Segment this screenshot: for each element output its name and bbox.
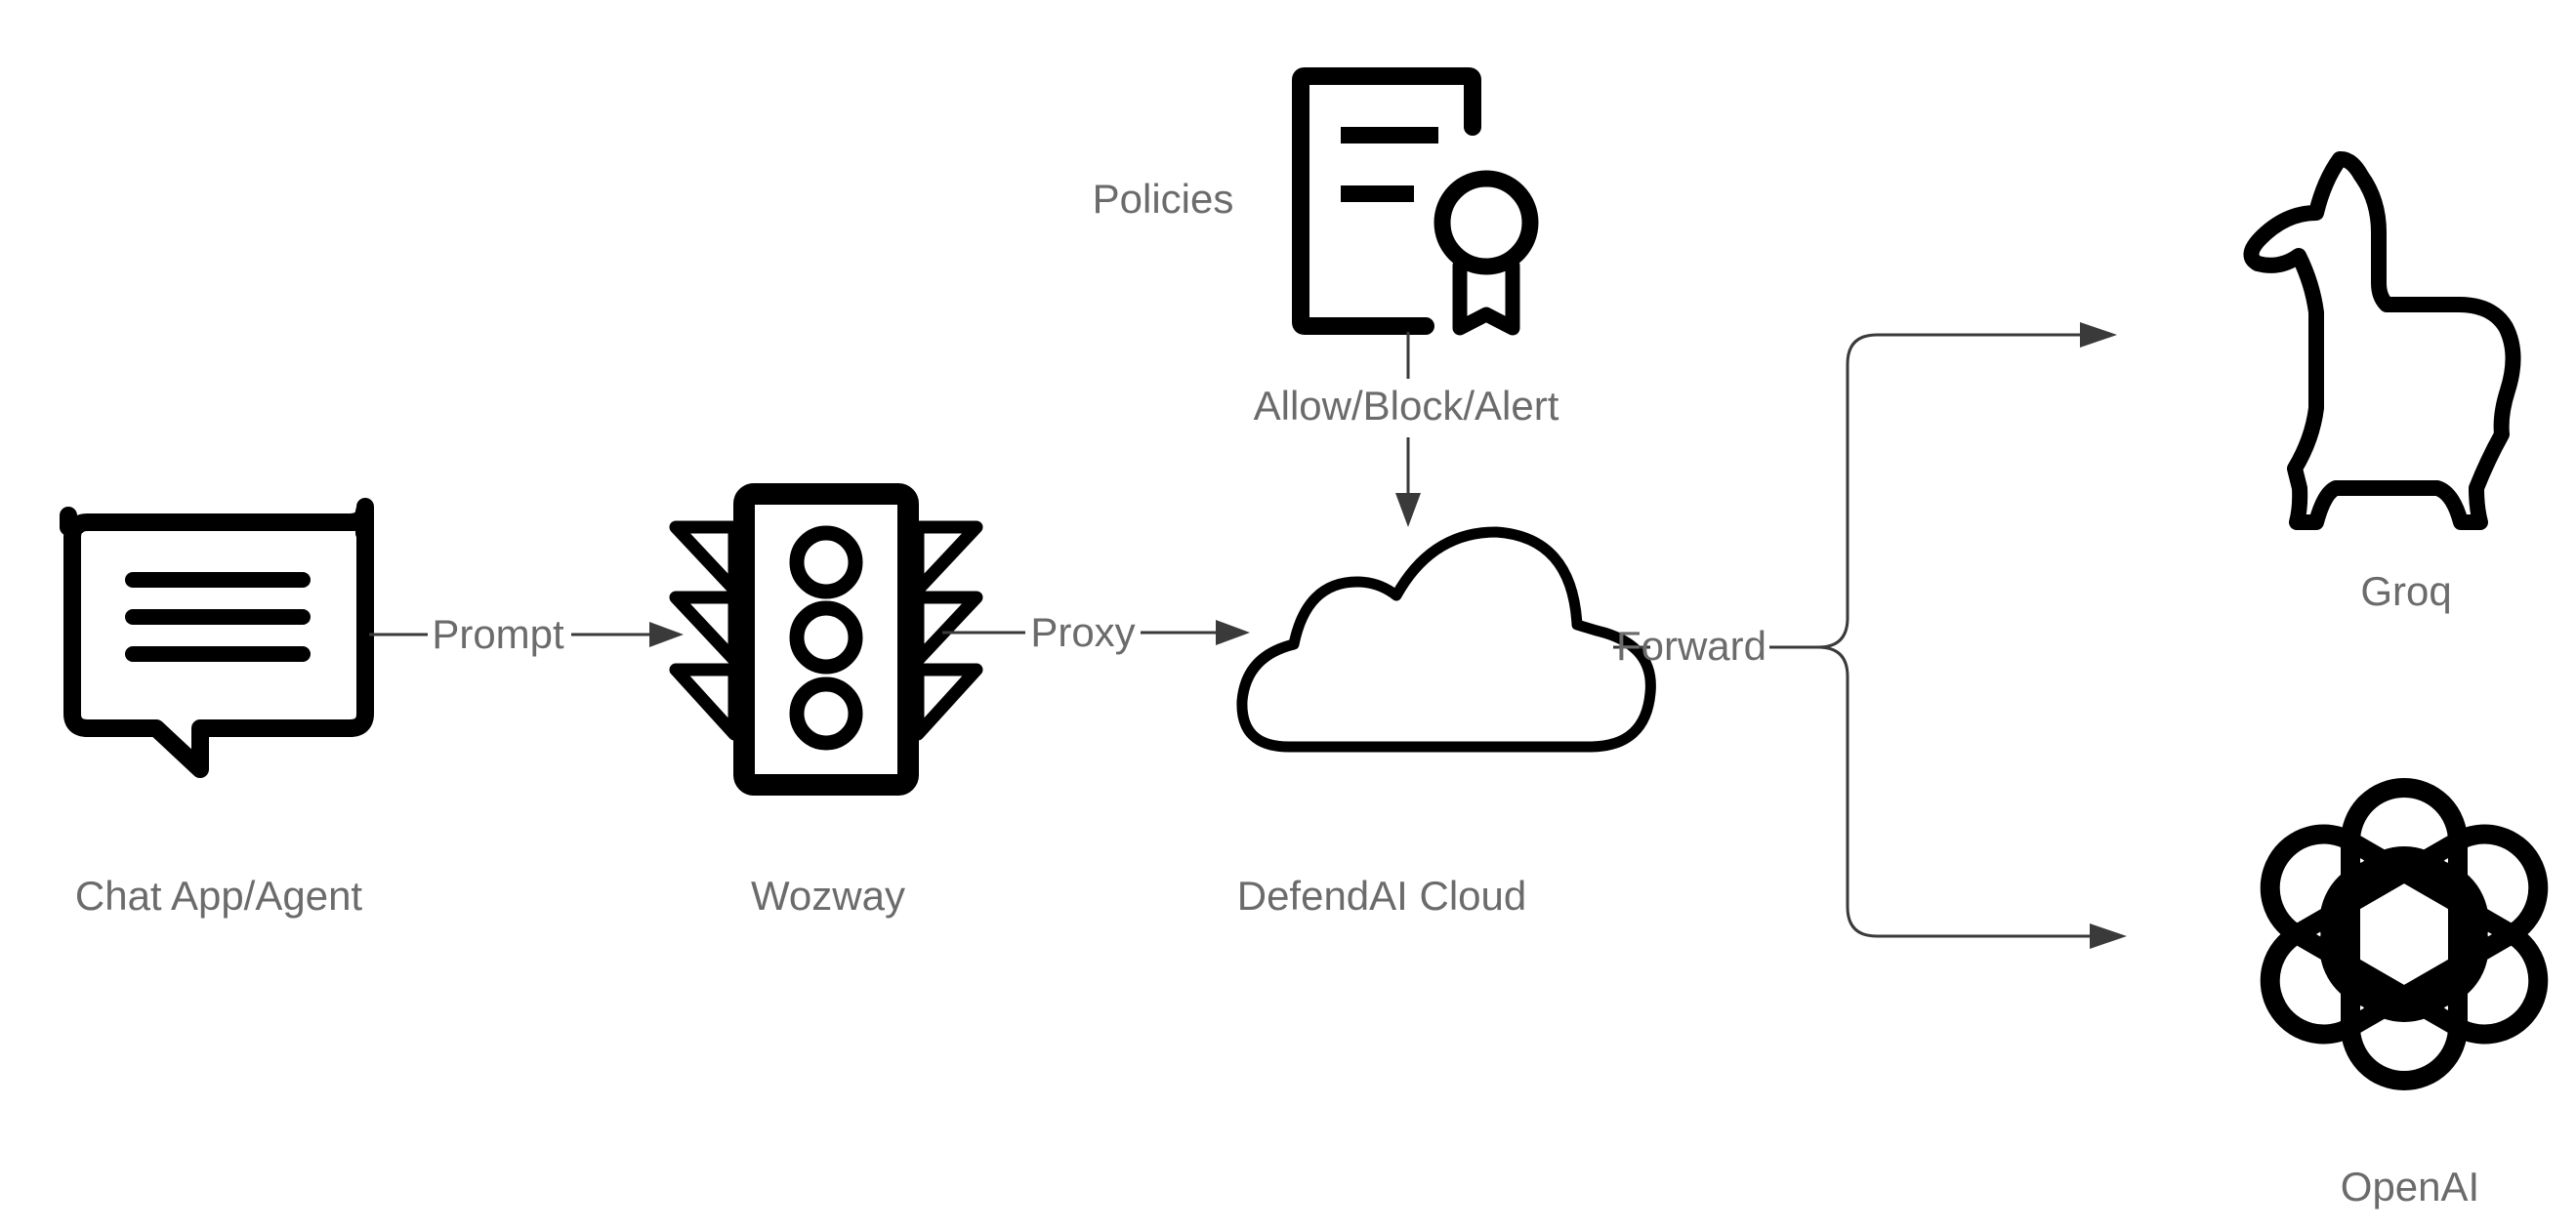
edge-proxy <box>942 620 1250 645</box>
edge-forward <box>1613 322 2127 949</box>
node-label-groq: Groq <box>2360 568 2451 614</box>
edge-label-policy-decision: Allow/Block/Alert <box>1254 383 1559 429</box>
edge-policy-decision <box>1395 332 1421 527</box>
openai-logo-icon <box>2260 778 2549 1090</box>
node-label-defendai-cloud: DefendAI Cloud <box>1237 873 1527 919</box>
llama-icon <box>2243 150 2521 530</box>
edge-label-proxy: Proxy <box>1030 609 1135 655</box>
edge-label-forward: Forward <box>1616 623 1766 669</box>
certificate-icon <box>1292 67 1539 336</box>
node-label-wozway: Wozway <box>751 873 905 919</box>
node-label-chat-app: Chat App/Agent <box>75 873 363 919</box>
node-label-openai: OpenAI <box>2341 1164 2479 1210</box>
chat-bubble-icon <box>60 498 374 778</box>
edge-prompt <box>369 622 684 647</box>
node-label-policies: Policies <box>1093 176 1234 222</box>
edge-label-prompt: Prompt <box>432 611 564 657</box>
traffic-light-icon <box>669 483 983 796</box>
cloud-icon <box>1236 526 1656 753</box>
